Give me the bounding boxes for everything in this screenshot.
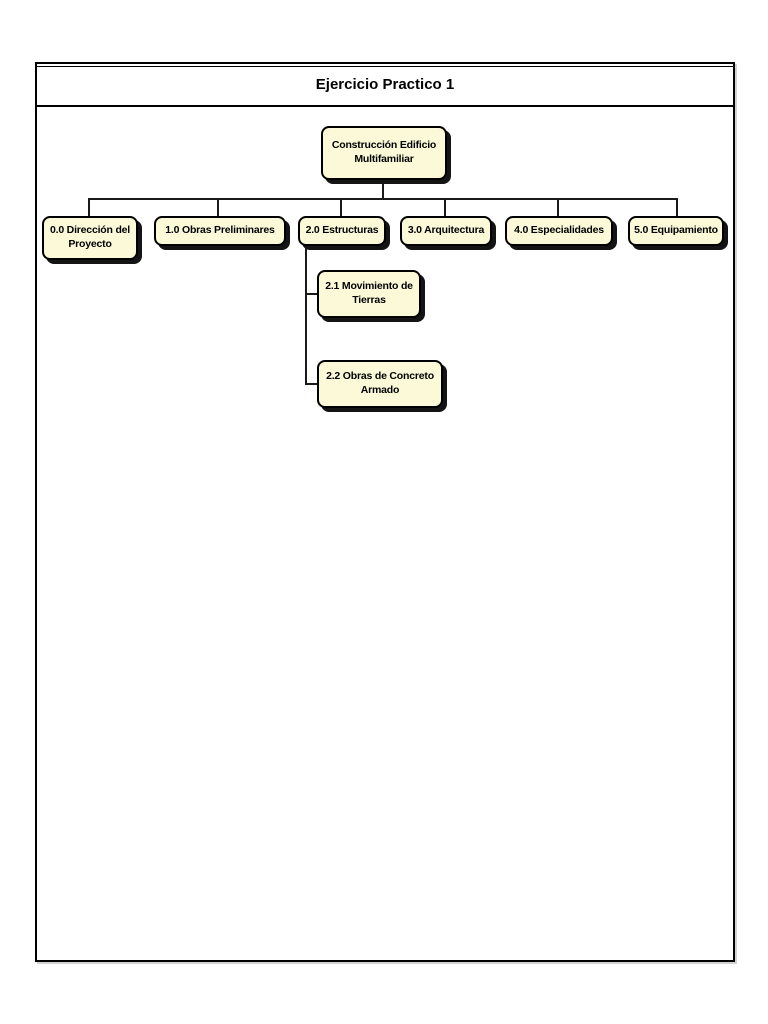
wbs-node-2-1-label: 2.1 Movimiento de Tierras [325,280,413,306]
wbs-node-2-0-label: 2.0 Estructuras [305,224,379,237]
title-band: Ejercicio Practico 1 [37,64,733,107]
connector-sub-stub-22 [305,383,317,385]
connector-stub-2 [340,198,342,216]
wbs-node-2-2-label: 2.2 Obras de Concreto Armado [326,370,434,396]
connector-stub-0 [88,198,90,216]
wbs-node-2-2: 2.2 Obras de Concreto Armado [317,360,443,408]
wbs-node-1-0: 1.0 Obras Preliminares [154,216,286,246]
wbs-node-root-label: Construcción Edificio Multifamiliar [331,139,437,165]
wbs-node-5-0: 5.0 Equipamiento [628,216,724,246]
connector-bus [88,198,678,200]
page-title: Ejercicio Practico 1 [315,76,455,93]
connector-root-stub [382,178,384,200]
connector-sub-stub-21 [305,293,317,295]
connector-stub-4 [557,198,559,216]
connector-stub-5 [676,198,678,216]
connector-stub-1 [217,198,219,216]
wbs-node-0-0-label: 0.0 Dirección del Proyecto [49,224,131,250]
wbs-node-3-0-label: 3.0 Arquitectura [407,224,485,237]
wbs-node-2-0: 2.0 Estructuras [298,216,386,246]
connector-sub-vertical [305,246,307,385]
wbs-node-root: Construcción Edificio Multifamiliar [321,126,447,180]
wbs-node-4-0-label: 4.0 Especialidades [514,224,604,237]
wbs-node-3-0: 3.0 Arquitectura [400,216,492,246]
wbs-node-0-0: 0.0 Dirección del Proyecto [42,216,138,260]
wbs-node-5-0-label: 5.0 Equipamiento [634,224,718,237]
wbs-node-4-0: 4.0 Especialidades [505,216,613,246]
diagram-frame: Ejercicio Practico 1 Construcción Edific… [35,62,735,962]
connector-stub-3 [444,198,446,216]
wbs-node-2-1: 2.1 Movimiento de Tierras [317,270,421,318]
wbs-node-1-0-label: 1.0 Obras Preliminares [165,224,275,237]
